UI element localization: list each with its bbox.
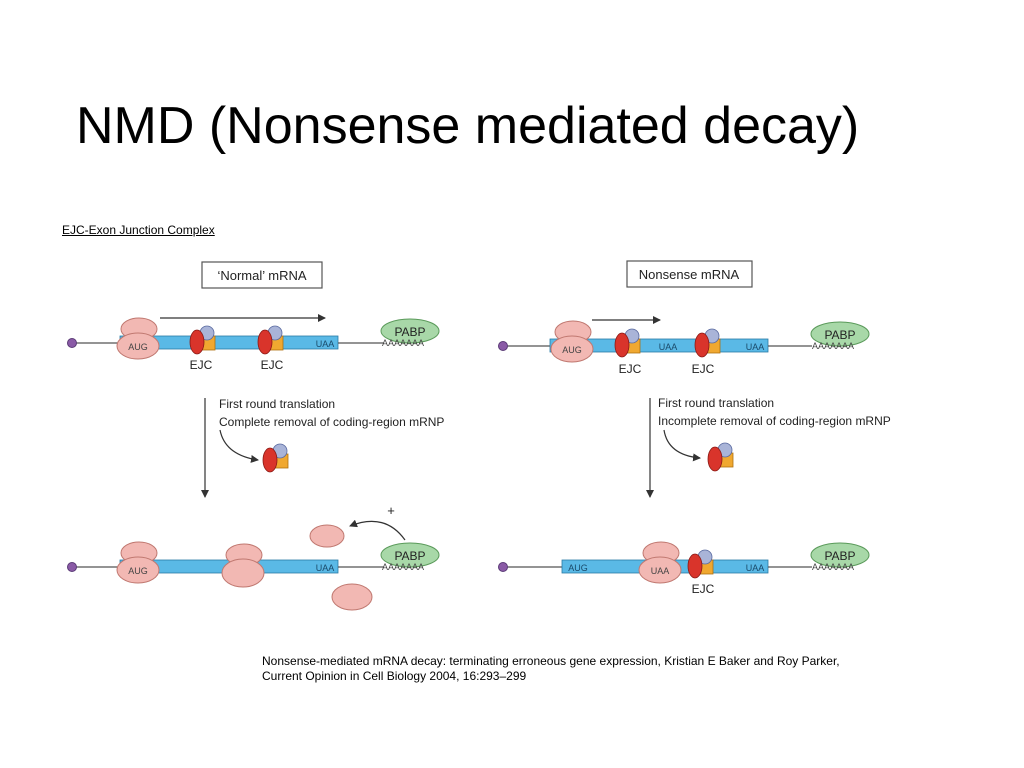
polya-tail-label: AAAAAAA <box>382 338 424 348</box>
nonsense-mrna-label-box <box>626 260 753 288</box>
uaa-label: UAA <box>746 563 765 573</box>
ejc-label: EJC <box>190 358 213 372</box>
polya-tail-label: AAAAAAA <box>812 341 854 351</box>
pabp-protein <box>380 318 440 344</box>
pabp-protein <box>810 321 870 347</box>
citation-line-1: Nonsense-mediated mRNA decay: terminatin… <box>262 654 840 668</box>
normal-initial-mrna: AUG UAA EJC EJC PABP AAAAAAA <box>67 314 440 372</box>
nonsense-result-mrna: AUG UAA UAA EJC PABP AAAAAAA <box>498 541 870 596</box>
citation: Nonsense-mediated mRNA decay: terminatin… <box>262 654 982 684</box>
nonsense-mrna-panel: Nonsense mRNA AUG UAA UAA EJC EJC PABP A… <box>498 260 891 596</box>
cap-icon <box>498 341 508 351</box>
nonsense-initial-mrna: AUG UAA UAA EJC EJC PABP AAAAAAA <box>498 316 870 376</box>
normal-mrna-panel: ‘Normal’ mRNA AUG UAA EJC EJC PABP AAAAA… <box>67 261 444 611</box>
ejc-label: EJC <box>261 358 284 372</box>
ribosome-large-subunit <box>116 332 160 360</box>
ribosome-large-subunit <box>550 335 594 363</box>
step-line-2: Incomplete removal of coding-region mRNP <box>658 414 891 428</box>
normal-mrna-label: ‘Normal’ mRNA <box>217 268 306 283</box>
plus-sign: + <box>387 503 395 518</box>
release-arrow <box>663 429 701 462</box>
ribosome-large-subunit <box>221 558 265 588</box>
released-ejc-icon <box>262 443 289 473</box>
citation-line-2: Current Opinion in Cell Biology 2004, 16… <box>262 669 527 683</box>
pabp-label: PABP <box>394 325 425 339</box>
pabp-protein <box>380 542 440 568</box>
premature-uaa-label: UAA <box>659 342 678 352</box>
polya-tail-label: AAAAAAA <box>382 562 424 572</box>
ejc-complex-icon <box>257 325 284 355</box>
ribosome-large-subunit <box>116 556 160 584</box>
slide-title: NMD (Nonsense mediated decay) <box>76 97 860 155</box>
uaa-label: UAA <box>746 342 765 352</box>
step-line-1: First round translation <box>219 397 335 411</box>
aug-label: AUG <box>128 342 148 352</box>
ribosome-subunit-free <box>309 524 345 548</box>
normal-process-step: First round translation Complete removal… <box>201 397 444 498</box>
ejc-definition-note: EJC-Exon Junction Complex <box>62 223 215 237</box>
ribosome-subunit-free <box>331 583 373 611</box>
pabp-label: PABP <box>824 549 855 563</box>
normal-mrna-label-box <box>201 261 323 289</box>
uaa-label: UAA <box>316 339 335 349</box>
ejc-complex-icon <box>694 328 721 358</box>
recycling-arrow <box>349 519 406 541</box>
nonsense-process-step: First round translation Incomplete remov… <box>646 396 891 498</box>
ejc-label: EJC <box>692 362 715 376</box>
cap-icon <box>67 562 77 572</box>
release-arrow <box>219 429 259 463</box>
pabp-protein <box>810 542 870 568</box>
ribosome-large-subunit <box>638 556 682 584</box>
pabp-label: PABP <box>824 328 855 342</box>
cap-icon <box>498 562 508 572</box>
ejc-complex-icon <box>687 549 714 579</box>
cap-icon <box>67 338 77 348</box>
ejc-complex-icon <box>189 325 216 355</box>
ejc-complex-icon <box>614 328 641 358</box>
nonsense-mrna-label: Nonsense mRNA <box>639 267 740 282</box>
pabp-label: PABP <box>394 549 425 563</box>
aug-label: AUG <box>568 563 588 573</box>
step-line-2: Complete removal of coding-region mRNP <box>219 415 444 429</box>
aug-label: AUG <box>128 566 148 576</box>
released-ejc-icon <box>707 442 734 472</box>
ejc-label: EJC <box>692 582 715 596</box>
polya-tail-label: AAAAAAA <box>812 562 854 572</box>
aug-label: AUG <box>562 345 582 355</box>
normal-result-mrna: AUG UAA PABP AAAAAAA + <box>67 503 440 611</box>
uaa-label: UAA <box>316 563 335 573</box>
premature-uaa-label: UAA <box>651 566 670 576</box>
step-line-1: First round translation <box>658 396 774 410</box>
ejc-label: EJC <box>619 362 642 376</box>
